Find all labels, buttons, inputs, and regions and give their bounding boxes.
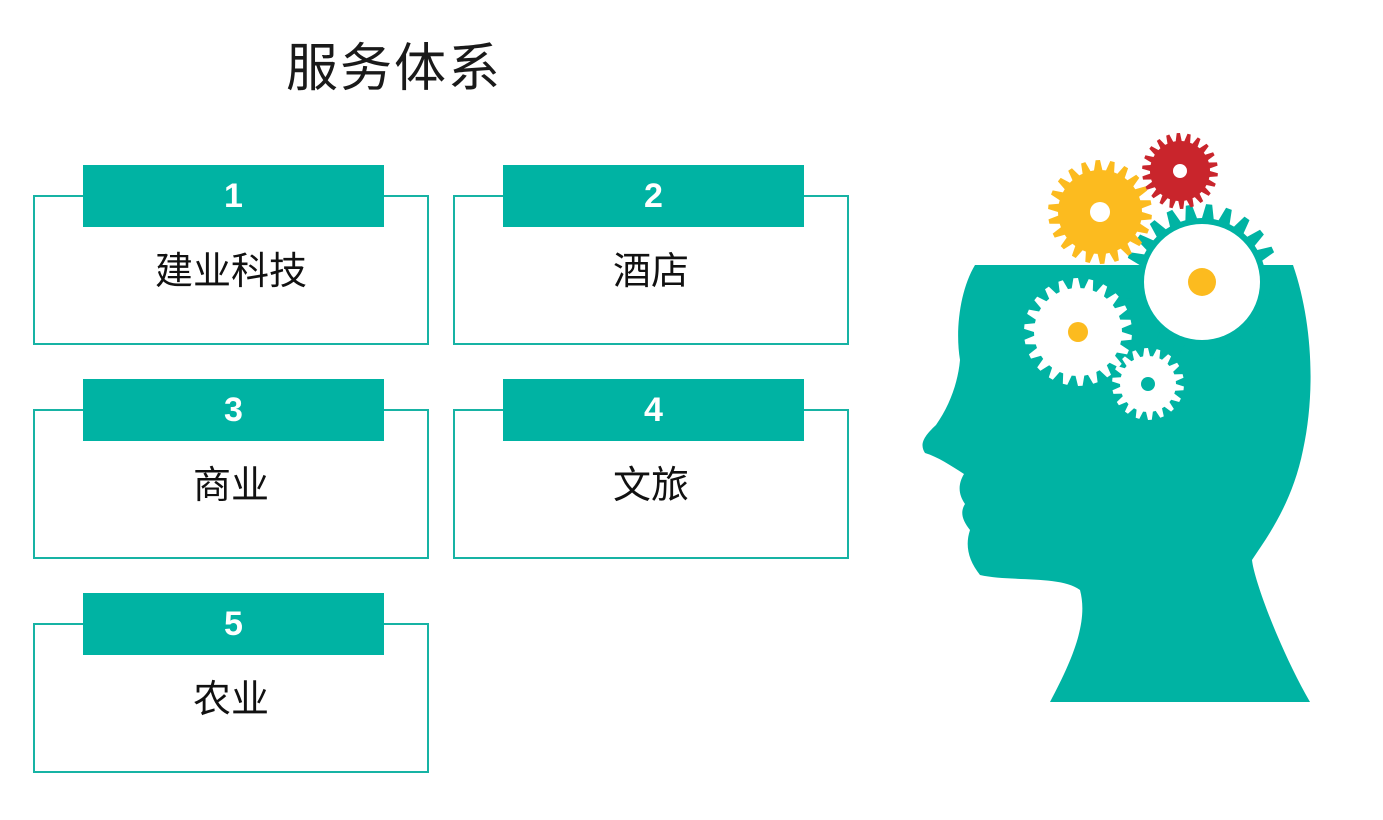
gear-icon-red xyxy=(1142,133,1218,209)
card-number: 2 xyxy=(503,165,804,227)
card-number: 3 xyxy=(83,379,384,441)
head-silhouette xyxy=(922,265,1311,702)
page-title: 服务体系 xyxy=(286,39,503,99)
head-with-gears-icon xyxy=(922,133,1311,702)
card-label: 酒店 xyxy=(612,249,689,293)
gear-icon-white-medium xyxy=(1024,278,1132,386)
gear-icon-white-small xyxy=(1112,348,1184,420)
gear-icon-large-hub xyxy=(1188,268,1216,296)
service-card-4: 4 文旅 xyxy=(453,379,849,559)
service-card-1: 1 建业科技 xyxy=(33,165,429,345)
card-label: 文旅 xyxy=(612,463,689,507)
card-number: 4 xyxy=(503,379,804,441)
service-card-5: 5 农业 xyxy=(33,593,429,773)
gear-icon-yellow xyxy=(1048,160,1152,264)
card-label: 商业 xyxy=(192,463,269,507)
service-card-2: 2 酒店 xyxy=(453,165,849,345)
card-number: 5 xyxy=(83,593,384,655)
card-label: 建业科技 xyxy=(154,249,307,293)
card-number: 1 xyxy=(83,165,384,227)
card-label: 农业 xyxy=(192,677,269,721)
service-card-3: 3 商业 xyxy=(33,379,429,559)
